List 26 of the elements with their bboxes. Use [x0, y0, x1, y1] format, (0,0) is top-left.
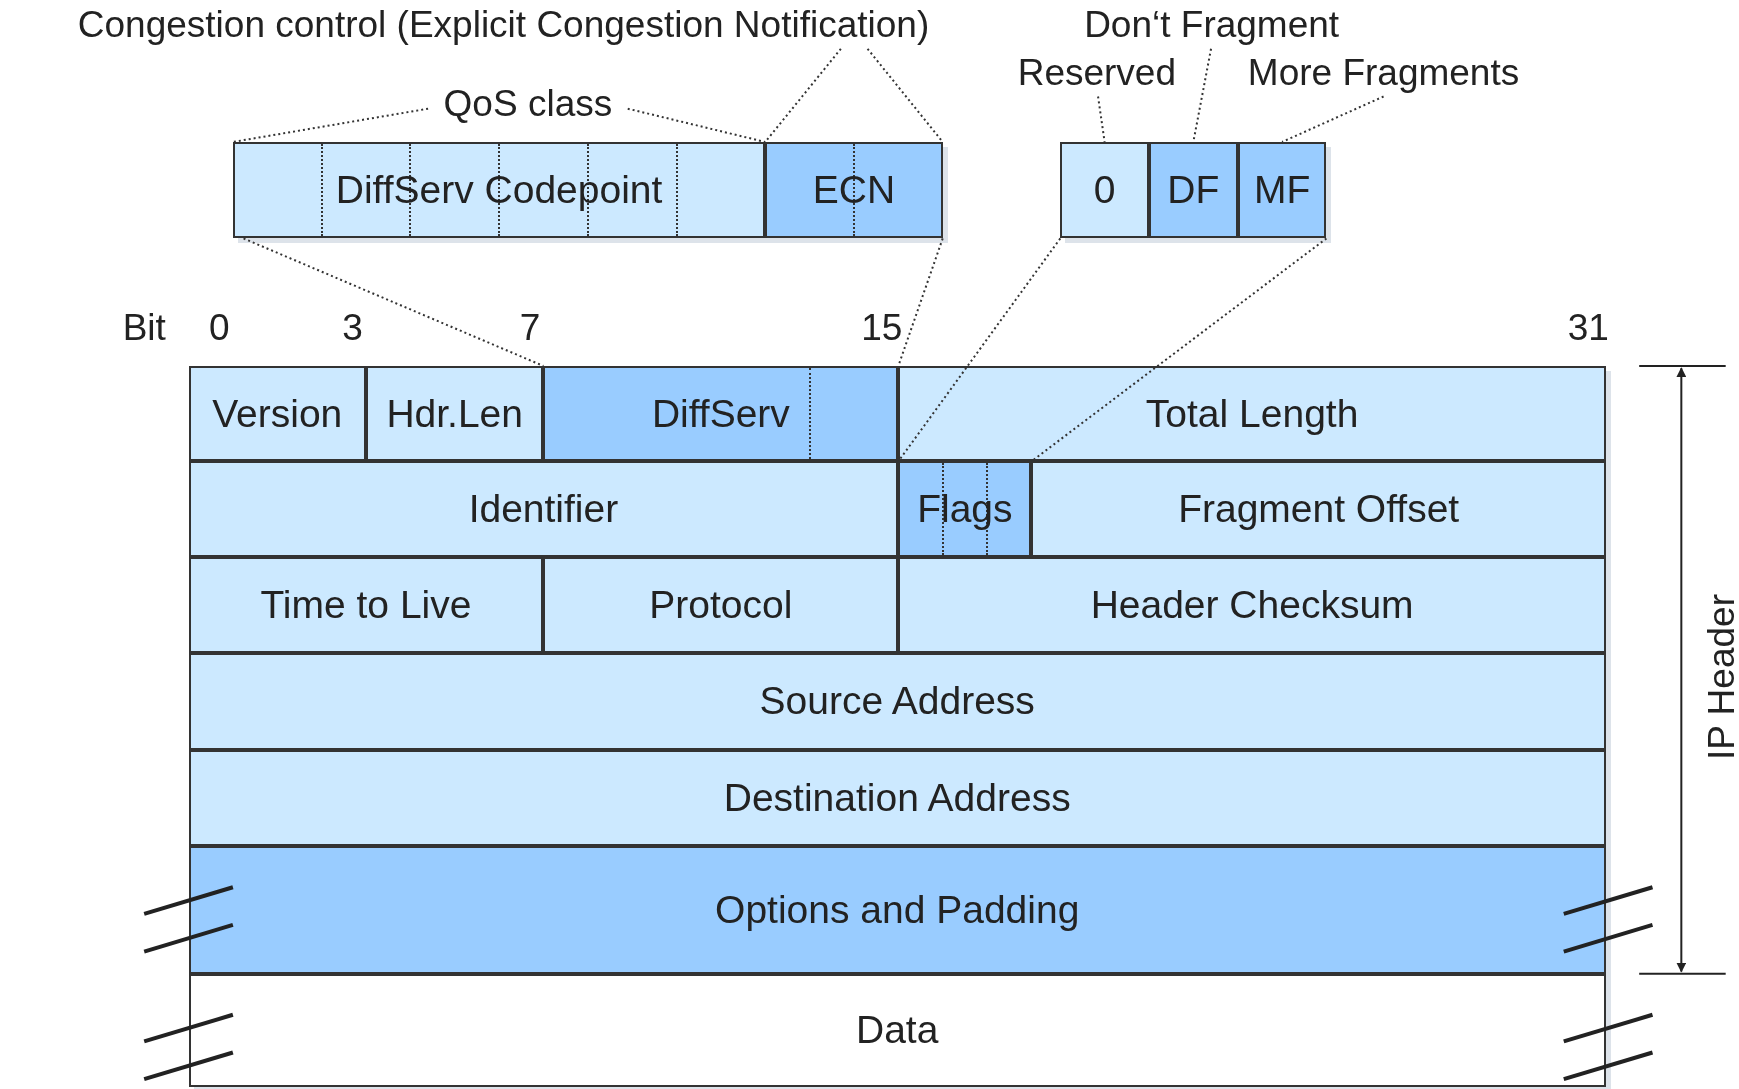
header-field: Version [188, 366, 366, 462]
header-field: Protocol [543, 556, 899, 654]
header-field: Hdr.Len [366, 366, 544, 462]
annotation-text: Reserved [998, 49, 1196, 97]
leader-line [242, 237, 545, 367]
header-field: Flags [898, 461, 1032, 557]
leader-line [764, 47, 842, 143]
header-field: Identifier [188, 461, 899, 557]
bracket-label: IP Header [1701, 593, 1739, 760]
leader-line [231, 107, 430, 143]
leader-line [626, 107, 767, 143]
annotation-text: Congestion control (Explicit Congestion Notification) [8, 2, 999, 49]
axis-title: Bit [122, 307, 166, 350]
leader-line [1097, 95, 1106, 143]
bit-number: 31 [1567, 307, 1609, 350]
header-field: Time to Live [188, 556, 544, 654]
annotation-text: Don‘t Fragment [1059, 2, 1365, 49]
bit-number: 0 [209, 307, 230, 350]
leader-line [866, 47, 944, 143]
annotation-text: QoS class [428, 82, 628, 127]
bit-number: 15 [861, 307, 903, 350]
header-field: DiffServ [543, 366, 899, 462]
annotation-text: More Fragments [1219, 49, 1548, 97]
bit-number: 3 [342, 307, 363, 350]
bit-number: 7 [519, 307, 541, 350]
leader-line [1281, 95, 1385, 143]
